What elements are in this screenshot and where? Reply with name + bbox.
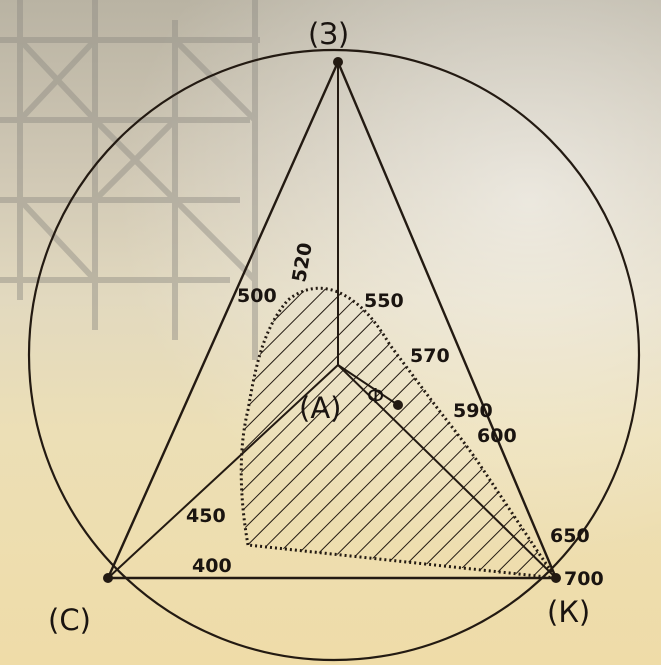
spectral-locus-region <box>239 286 560 580</box>
wavelength-550: 550 <box>364 290 404 312</box>
wavelength-570: 570 <box>410 345 450 367</box>
wavelength-590: 590 <box>453 400 493 422</box>
inner-lines <box>107 62 557 579</box>
wavelength-450: 450 <box>186 505 226 527</box>
wavelength-600: 600 <box>477 425 517 447</box>
vertex-label-top: (З) <box>308 17 349 51</box>
point-label: Ф <box>367 384 384 408</box>
vertex-dot-right <box>551 573 561 583</box>
vertex-label-right: (К) <box>547 595 590 629</box>
outer-circle <box>27 48 641 662</box>
wavelength-400: 400 <box>192 555 232 577</box>
primary-triangle <box>106 58 558 580</box>
wavelength-520: 520 <box>288 241 317 284</box>
point-f-dot <box>393 400 403 410</box>
vertex-dot-top <box>333 57 343 67</box>
vertex-label-left: (С) <box>48 603 91 637</box>
wavelength-500: 500 <box>237 285 277 307</box>
wavelength-650: 650 <box>550 525 590 547</box>
vertex-dot-left <box>103 573 113 583</box>
wavelength-700: 700 <box>564 568 604 590</box>
center-label: (А) <box>299 391 341 425</box>
